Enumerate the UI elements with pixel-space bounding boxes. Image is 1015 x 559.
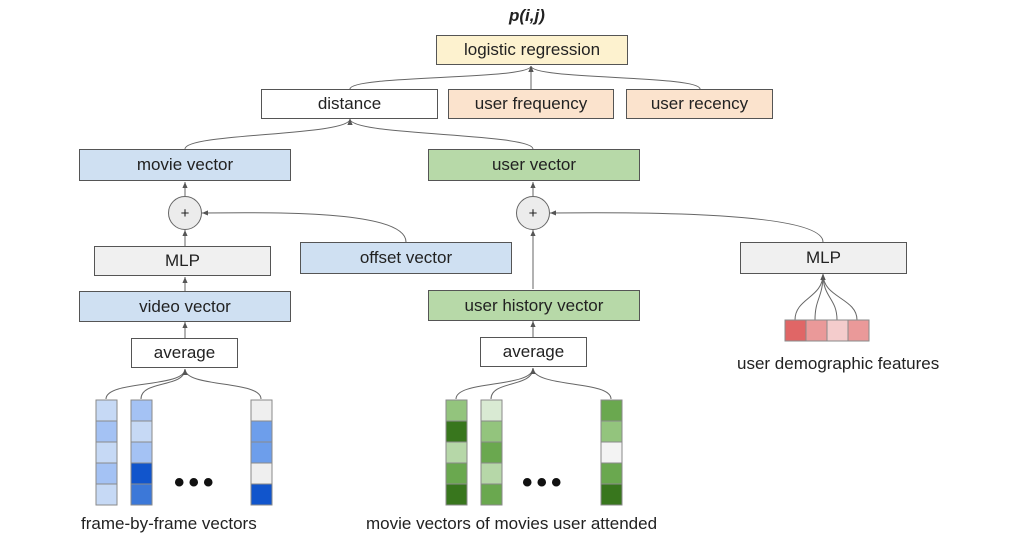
vector-cell (130, 483, 153, 506)
vector-cell (600, 399, 623, 422)
vector-cell (250, 441, 273, 464)
user-recency-box: user recency (626, 89, 773, 119)
vector-cell (480, 441, 503, 464)
user-history-vector-box: user history vector (428, 290, 640, 321)
vector-cell (480, 399, 503, 422)
user-demographic-label: user demographic features (737, 354, 940, 373)
vector-cell (600, 420, 623, 443)
vector-cell (95, 399, 118, 422)
vector-cell (600, 441, 623, 464)
frame-vector-3 (250, 399, 273, 506)
vector-cell (480, 483, 503, 506)
edge-distance-to-logreg (349, 65, 534, 90)
vector-cell (95, 462, 118, 485)
vector-cell (250, 420, 273, 443)
vector-cell (130, 441, 153, 464)
frame-vector-2 (130, 399, 153, 506)
demographic-cell (847, 319, 870, 342)
vector-cell (445, 483, 468, 506)
edge-frame1-to-average (105, 368, 188, 400)
vector-cell (130, 420, 153, 443)
vector-cell (480, 462, 503, 485)
movie-vector-2 (480, 399, 503, 506)
logistic-regression-box: logistic regression (436, 35, 628, 65)
edge-mlp-right-to-plus (549, 210, 824, 243)
vector-cell (130, 462, 153, 485)
demographic-cell (784, 319, 807, 342)
user-frequency-box: user frequency (448, 89, 614, 119)
vector-cell (445, 399, 468, 422)
vector-cell (445, 462, 468, 485)
demographic-cell (805, 319, 828, 342)
vector-cell (95, 483, 118, 506)
vector-cell (445, 441, 468, 464)
distance-box: distance (261, 89, 438, 119)
plus-node-right: + (516, 196, 550, 230)
average-right-box: average (480, 337, 587, 367)
frame-vectors-label: frame-by-frame vectors (81, 514, 257, 533)
vector-cell (445, 420, 468, 443)
vector-cell (250, 462, 273, 485)
edge-movie1-to-average (455, 367, 536, 400)
vector-cell (600, 483, 623, 506)
average-left-box: average (131, 338, 238, 368)
offset-vector-box: offset vector (300, 242, 512, 274)
edge-recency-to-logreg (528, 65, 701, 90)
vector-cell (250, 483, 273, 506)
vector-cell (95, 441, 118, 464)
mlp-left-box: MLP (94, 246, 271, 276)
plus-node-left: + (168, 196, 202, 230)
vector-cell (95, 420, 118, 443)
mlp-right-box: MLP (740, 242, 907, 274)
edge-uservec-to-distance (347, 118, 534, 150)
edge-movievec-to-distance (184, 118, 353, 150)
ellipsis-left: ••• (174, 466, 218, 499)
demographic-feature-vector (784, 319, 870, 342)
edge-demo4-to-mlp (820, 273, 858, 321)
user-vector-box: user vector (428, 149, 640, 181)
movie-vector-box: movie vector (79, 149, 291, 181)
frame-vector-1 (95, 399, 118, 506)
vector-cell (480, 420, 503, 443)
edge-movie3-to-average (530, 367, 612, 400)
edge-demo3-to-mlp (820, 273, 838, 321)
ellipsis-right: ••• (522, 466, 566, 499)
edge-frame3-to-average (182, 368, 262, 400)
movie-vector-3 (600, 399, 623, 506)
movie-vector-1 (445, 399, 468, 506)
vector-cell (600, 462, 623, 485)
vector-cell (250, 399, 273, 422)
video-vector-box: video vector (79, 291, 291, 322)
demographic-cell (826, 319, 849, 342)
vector-cell (130, 399, 153, 422)
diagram-title: p(i,j) (509, 6, 545, 25)
edge-offset-to-plus (201, 210, 407, 243)
movie-vectors-label: movie vectors of movies user attended (366, 514, 658, 533)
